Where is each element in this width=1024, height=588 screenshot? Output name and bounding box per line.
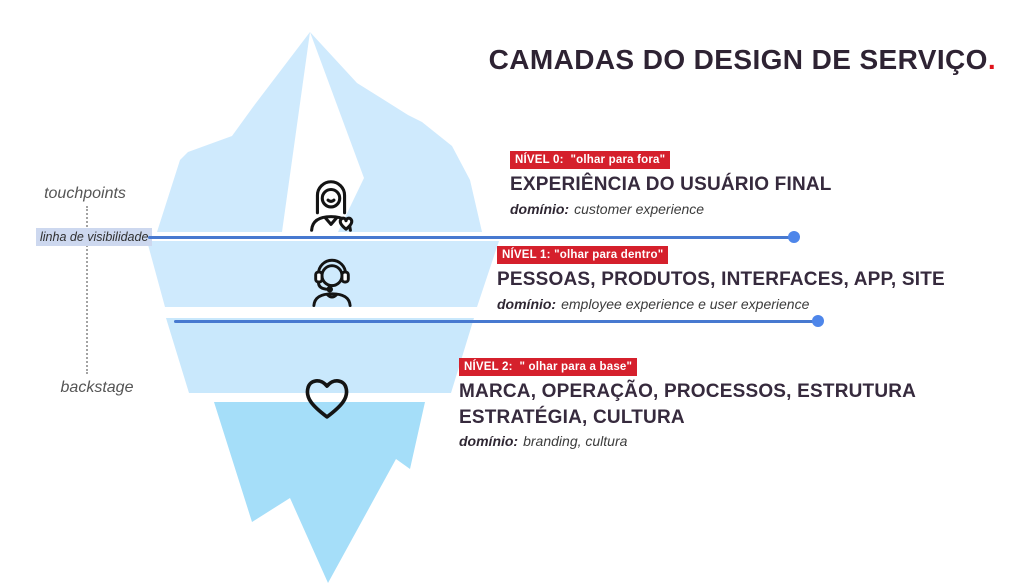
iceberg-band-level2: [166, 318, 474, 393]
support-agent-headset-icon: [303, 253, 361, 311]
level-0-domain: domínio:customer experience: [510, 201, 832, 217]
iceberg-deep-bottom: [214, 402, 425, 583]
level-2-block: NÍVEL 2: " olhar para a base" MARCA, OPE…: [459, 357, 929, 449]
visibility-line-1-endpoint-dot: [812, 315, 824, 327]
level-2-domain-label: domínio:: [459, 433, 519, 450]
level-1-block: NÍVEL 1: "olhar para dentro" PESSOAS, PR…: [497, 245, 945, 312]
page-title-text: CAMADAS DO DESIGN DE SERVIÇO: [488, 44, 988, 75]
title-accent-dot: .: [987, 44, 996, 75]
level-1-badge: NÍVEL 1: "olhar para dentro": [497, 246, 669, 264]
touchpoints-label: touchpoints: [44, 185, 126, 202]
level-2-heading: MARCA, OPERAÇÃO, PROCESSOS, ESTRUTURA ES…: [459, 381, 916, 428]
page-title: CAMADAS DO DESIGN DE SERVIÇO.: [489, 44, 996, 76]
level-0-domain-label: domínio:: [510, 200, 570, 217]
level-2-badge: NÍVEL 2: " olhar para a base": [459, 358, 638, 376]
level-0-block: NÍVEL 0: "olhar para fora" EXPERIÊNCIA D…: [510, 150, 832, 217]
female-customer-heart-icon: [300, 174, 362, 236]
level-1-domain: domínio:employee experience e user exper…: [497, 296, 945, 312]
level-2-domain: domínio:branding, cultura: [459, 433, 929, 449]
depth-dotted-line: [86, 206, 88, 374]
level-0-domain-value: customer experience: [574, 200, 705, 217]
level-1-domain-value: employee experience e user experience: [561, 295, 810, 312]
level-0-badge: NÍVEL 0: "olhar para fora": [510, 151, 671, 169]
level-1-domain-label: domínio:: [497, 295, 557, 312]
visibility-line-0: [148, 236, 790, 239]
level-2-domain-value: branding, cultura: [523, 433, 628, 450]
backstage-label: backstage: [60, 379, 134, 396]
heart-icon: [297, 368, 357, 426]
level-1-heading: PESSOAS, PRODUTOS, INTERFACES, APP, SITE: [497, 269, 945, 290]
visibility-line-1: [174, 320, 814, 323]
iceberg-white-facet: [282, 32, 364, 232]
visibility-line-label: linha de visibilidade: [36, 228, 153, 246]
level-0-heading: EXPERIÊNCIA DO USUÁRIO FINAL: [510, 174, 832, 195]
visibility-line-0-endpoint-dot: [788, 231, 800, 243]
